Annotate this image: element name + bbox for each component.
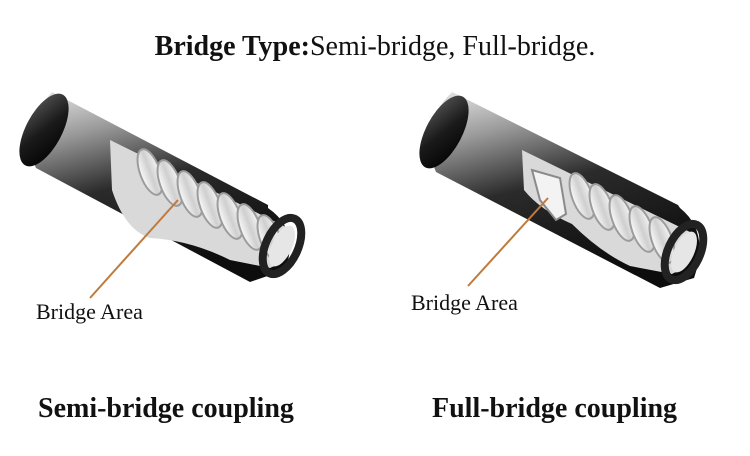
page-title: Bridge Type:Semi-bridge, Full-bridge. <box>0 30 750 64</box>
bridge-area-label-left: Bridge Area <box>36 299 143 324</box>
full-bridge-caption: Full-bridge coupling <box>432 393 678 424</box>
semi-bridge-caption: Semi-bridge coupling <box>38 393 294 424</box>
title-label: Bridge Type: <box>154 31 310 62</box>
full-bridge-leader-line <box>467 197 549 287</box>
semi-bridge-leader-line <box>89 199 179 299</box>
title-text: Semi-bridge, Full-bridge. <box>309 31 596 62</box>
bridge-area-label-right: Bridge Area <box>411 290 518 315</box>
semi-bridge-coupling-image <box>19 92 306 299</box>
full-bridge-coupling-image <box>419 92 708 288</box>
